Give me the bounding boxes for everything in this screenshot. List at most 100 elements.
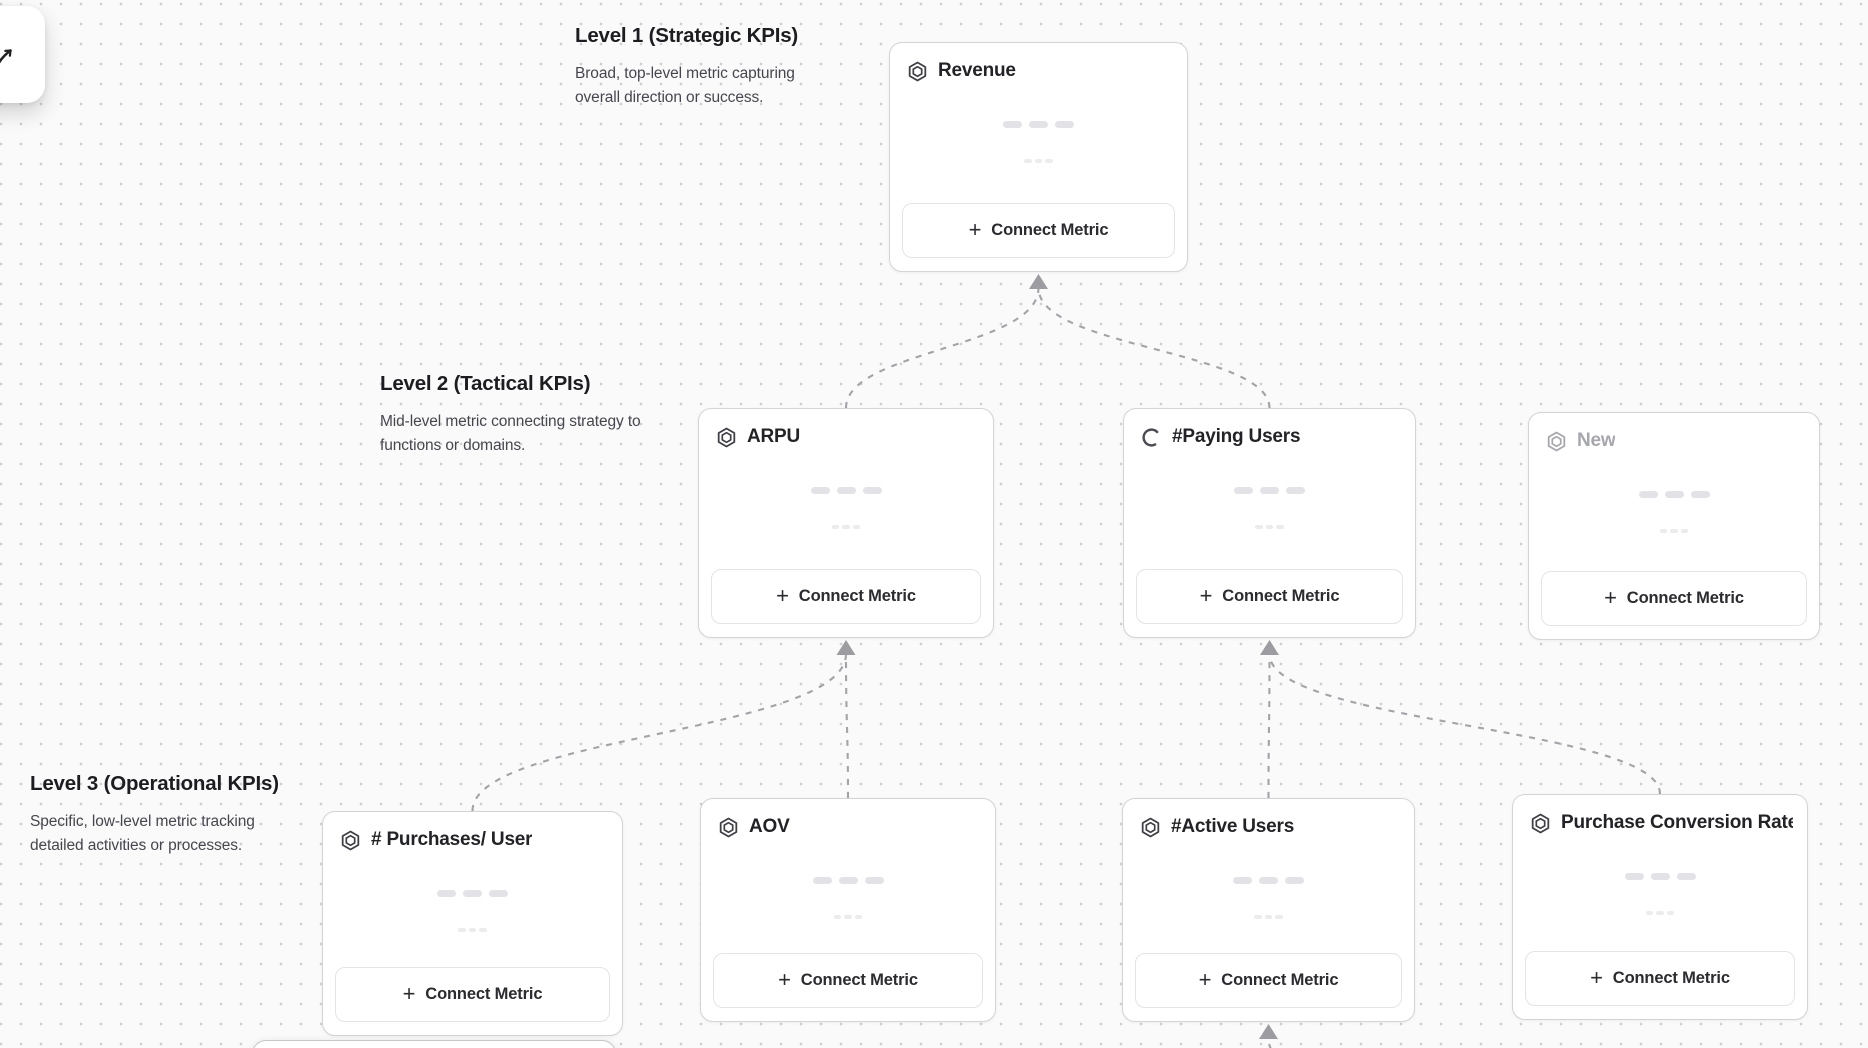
metric-placeholder — [1529, 491, 1819, 533]
level-description: Specific, low-level metric tracking deta… — [30, 813, 255, 854]
connect-metric-label: Connect Metric — [1222, 587, 1340, 605]
connect-metric-label: Connect Metric — [991, 221, 1109, 239]
level-3-heading: Level 3 (Operational KPIs) Specific, low… — [30, 772, 292, 858]
hexagon-icon — [339, 829, 361, 851]
card-header: ARPU — [715, 426, 979, 448]
hexagon-icon — [715, 426, 737, 448]
plus-icon: + — [402, 980, 416, 1006]
connect-metric-button[interactable]: + Connect Metric — [902, 203, 1175, 258]
card-header: New — [1545, 430, 1805, 452]
metric-placeholder — [701, 877, 995, 919]
skeleton-row — [809, 877, 887, 884]
metric-placeholder — [1123, 877, 1414, 919]
edge-aov-to-arpu — [844, 653, 850, 799]
hexagon-icon — [717, 816, 739, 838]
edge-purchases-user-to-arpu — [471, 653, 848, 812]
level-title: Level 3 (Operational KPIs) — [30, 772, 279, 795]
connect-metric-button[interactable]: + Connect Metric — [711, 569, 981, 624]
card-aov[interactable]: AOV + Connect Metric — [700, 798, 996, 1022]
level-title: Level 2 (Tactical KPIs) — [380, 372, 591, 395]
skeleton-row — [832, 915, 864, 919]
card-header: #Paying Users — [1140, 426, 1401, 448]
plus-icon: + — [1199, 582, 1213, 608]
arrowhead-icon — [1029, 274, 1048, 289]
connect-metric-button[interactable]: + Connect Metric — [1541, 571, 1807, 626]
skeleton-row — [807, 487, 885, 494]
arrowhead-icon — [1260, 640, 1279, 655]
card-title: AOV — [749, 816, 790, 837]
skeleton-row — [1230, 877, 1308, 884]
card-active-users[interactable]: #Active Users + Connect Metric — [1122, 798, 1415, 1022]
level-1-heading: Level 1 (Strategic KPIs) Broad, top-leve… — [575, 24, 837, 110]
card-title: #Paying Users — [1172, 426, 1301, 447]
spinner-icon — [1140, 426, 1162, 448]
plus-icon: + — [1604, 584, 1617, 610]
connect-metric-button[interactable]: + Connect Metric — [335, 967, 610, 1022]
connect-metric-button[interactable]: + Connect Metric — [1525, 951, 1795, 1006]
skeleton-row — [1644, 911, 1676, 915]
metric-placeholder — [890, 121, 1187, 163]
plus-icon: + — [968, 216, 982, 242]
plus-icon: + — [776, 582, 789, 608]
skeleton-row — [830, 525, 862, 529]
edge-purchase-conversion-rate-to-paying-users — [1268, 653, 1662, 795]
edge-active-users-to-paying-users — [1267, 653, 1271, 799]
metric-placeholder — [699, 487, 993, 529]
skeleton-row — [1621, 873, 1699, 880]
floating-toolbar[interactable] — [0, 6, 45, 103]
connect-metric-label: Connect Metric — [1626, 589, 1744, 607]
hexagon-icon — [1139, 816, 1161, 838]
edge-arpu-to-revenue — [844, 287, 1040, 409]
card-header: #Active Users — [1139, 816, 1400, 838]
card-header: # Purchases/ User — [339, 829, 608, 851]
card-title: # Purchases/ User — [371, 829, 533, 850]
card-purchase-conversion-rate[interactable]: Purchase Conversion Rate + Connect Metri… — [1512, 794, 1808, 1020]
skeleton-row — [434, 890, 512, 897]
edge-offscreen-below-to-active-users — [1267, 1037, 1272, 1048]
edge-paying-users-to-revenue — [1037, 287, 1271, 409]
metric-placeholder — [1124, 487, 1415, 529]
skeleton-row — [1658, 529, 1690, 533]
card-header: AOV — [717, 816, 981, 838]
card-paying-users[interactable]: #Paying Users + Connect Metric — [1123, 408, 1416, 638]
connect-metric-label: Connect Metric — [1612, 969, 1730, 987]
hexagon-icon — [1545, 430, 1567, 452]
connect-metric-button[interactable]: + Connect Metric — [1136, 569, 1403, 624]
card-header: Revenue — [906, 60, 1173, 82]
card-title: ARPU — [747, 426, 801, 447]
card-arpu[interactable]: ARPU + Connect Metric — [698, 408, 994, 638]
skeleton-row — [1253, 525, 1285, 529]
arrowhead-icon — [836, 640, 856, 655]
skeleton-row — [1635, 491, 1713, 498]
card-title: New — [1577, 430, 1616, 451]
card-revenue[interactable]: Revenue + Connect Metric — [889, 42, 1188, 272]
skeleton-row — [1252, 915, 1284, 919]
plus-icon: + — [778, 966, 791, 992]
level-description: Broad, top-level metric capturing overal… — [575, 65, 795, 106]
hexagon-icon — [906, 60, 928, 82]
card-title: Revenue — [938, 60, 1016, 81]
connect-metric-button[interactable]: + Connect Metric — [1135, 953, 1402, 1008]
card-purchases-user[interactable]: # Purchases/ User + Connect Metric — [322, 811, 623, 1036]
metric-placeholder — [1513, 873, 1807, 915]
metric-placeholder — [323, 890, 622, 932]
connect-metric-label: Connect Metric — [798, 587, 916, 605]
connect-metric-button[interactable]: + Connect Metric — [713, 953, 983, 1008]
level-description: Mid-level metric connecting strategy to … — [380, 413, 641, 454]
skeleton-row — [1231, 487, 1309, 494]
connect-metric-label: Connect Metric — [1221, 971, 1339, 989]
hexagon-icon — [1529, 812, 1551, 834]
level-title: Level 1 (Strategic KPIs) — [575, 24, 799, 47]
skeleton-row — [1000, 121, 1078, 128]
card-new[interactable]: New + Connect Metric — [1528, 412, 1820, 640]
cursor-icon — [0, 49, 12, 64]
card-header: Purchase Conversion Rate — [1529, 812, 1793, 834]
connect-metric-label: Connect Metric — [800, 971, 918, 989]
level-2-heading: Level 2 (Tactical KPIs) Mid-level metric… — [380, 372, 642, 458]
skeleton-row — [1022, 159, 1054, 163]
card-partial-bottom[interactable] — [252, 1040, 616, 1048]
card-title: #Active Users — [1171, 816, 1295, 837]
connect-metric-label: Connect Metric — [425, 985, 543, 1003]
